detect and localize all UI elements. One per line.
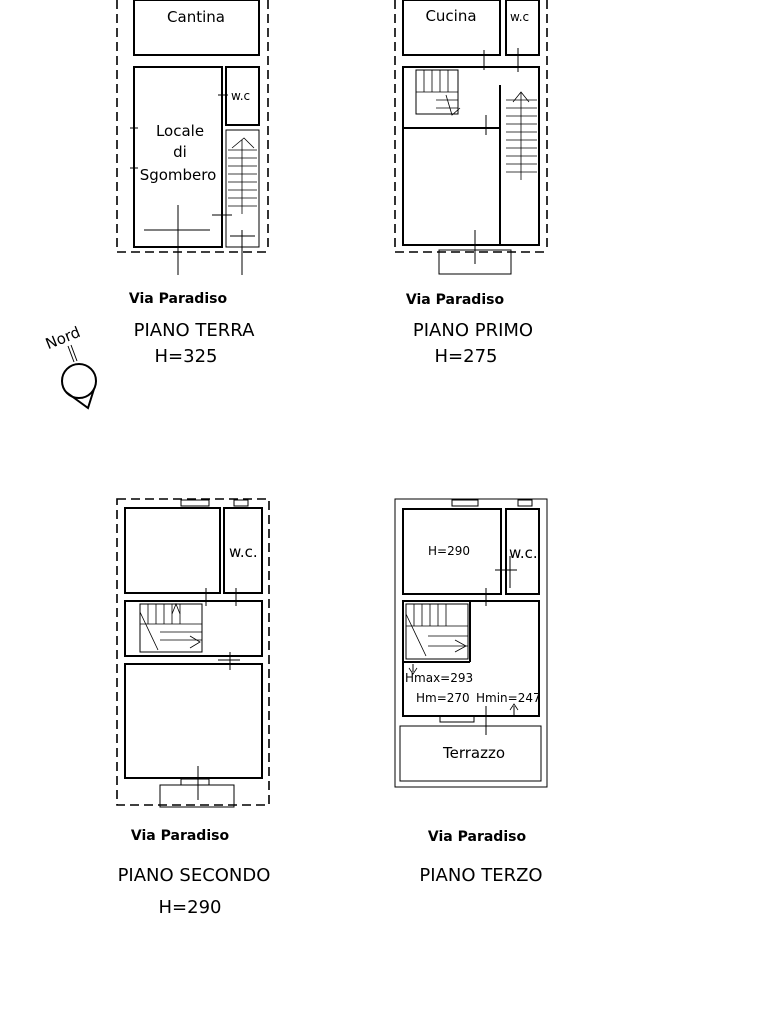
north-compass: Nord bbox=[43, 323, 97, 410]
room-label-sgombero: Sgombero bbox=[140, 166, 217, 184]
hmin-label: Hmin=247 bbox=[476, 691, 541, 705]
outer-wall bbox=[116, 498, 270, 806]
room-label-wc: w.c. bbox=[229, 543, 258, 561]
window-top bbox=[451, 499, 479, 507]
room-label-locale: Locale bbox=[156, 122, 204, 140]
room-label-terrazzo: Terrazzo bbox=[442, 744, 505, 762]
room-upper-left bbox=[124, 507, 221, 594]
window-wc bbox=[517, 499, 533, 507]
hmax-label: Hmax=293 bbox=[405, 671, 473, 685]
floor-height: H=275 bbox=[435, 346, 498, 367]
room-label-di: di bbox=[173, 143, 187, 161]
floor-plan-terzo: H=290 w.c. Hmax=293 Hm=270 Hmin=247 Terr… bbox=[394, 498, 548, 886]
staircase bbox=[139, 602, 203, 653]
window-terrace bbox=[439, 715, 475, 723]
floor-title: PIANO TERZO bbox=[419, 865, 542, 886]
floor-height: H=325 bbox=[155, 346, 218, 367]
floor-height: H=290 bbox=[159, 897, 222, 918]
staircase bbox=[416, 70, 537, 180]
staircase bbox=[405, 603, 469, 660]
window-bottom bbox=[180, 778, 210, 786]
floor-plan-secondo: w.c. Via Paradiso PIANO SECONDO H=290 bbox=[116, 498, 271, 918]
outer-wall bbox=[394, 498, 548, 788]
compass-label: Nord bbox=[43, 323, 83, 353]
compass-circle-icon bbox=[61, 363, 97, 399]
floor-title: PIANO PRIMO bbox=[413, 320, 533, 341]
room-label-cantina: Cantina bbox=[167, 8, 225, 26]
terrace bbox=[399, 725, 542, 782]
window-wc bbox=[233, 499, 249, 507]
room-wc bbox=[505, 0, 540, 56]
floor-plan-primo: Cucina w.c Via Paradiso PIANO PRIMO H=27… bbox=[394, 0, 548, 367]
balcony bbox=[159, 784, 235, 808]
room-label-cucina: Cucina bbox=[425, 7, 476, 25]
floor-title: PIANO SECONDO bbox=[118, 865, 271, 886]
street-label: Via Paradiso bbox=[406, 292, 505, 308]
stair-hall bbox=[124, 600, 263, 657]
street-label: Via Paradiso bbox=[131, 828, 230, 844]
room-wc bbox=[225, 66, 260, 126]
floor-title: PIANO TERRA bbox=[134, 320, 255, 341]
compass-pointer-icon bbox=[65, 388, 95, 410]
room-label-wc: w.c. bbox=[509, 544, 538, 562]
floor-plan-terra: Cantina Locale di Sgombero w.c Via Parad… bbox=[116, 0, 269, 367]
room-wc bbox=[505, 508, 540, 595]
room-height-label: H=290 bbox=[428, 544, 470, 558]
street-label: Via Paradiso bbox=[129, 291, 228, 307]
room-lower bbox=[124, 663, 263, 779]
staircase bbox=[228, 137, 257, 214]
room-upper-left bbox=[402, 508, 502, 595]
room-cucina bbox=[402, 0, 501, 56]
street-label: Via Paradiso bbox=[428, 829, 527, 845]
hm-label: Hm=270 bbox=[416, 691, 470, 705]
window-top bbox=[180, 499, 210, 507]
room-label-wc: w.c bbox=[231, 89, 250, 103]
room-label-wc: w.c bbox=[510, 10, 529, 24]
